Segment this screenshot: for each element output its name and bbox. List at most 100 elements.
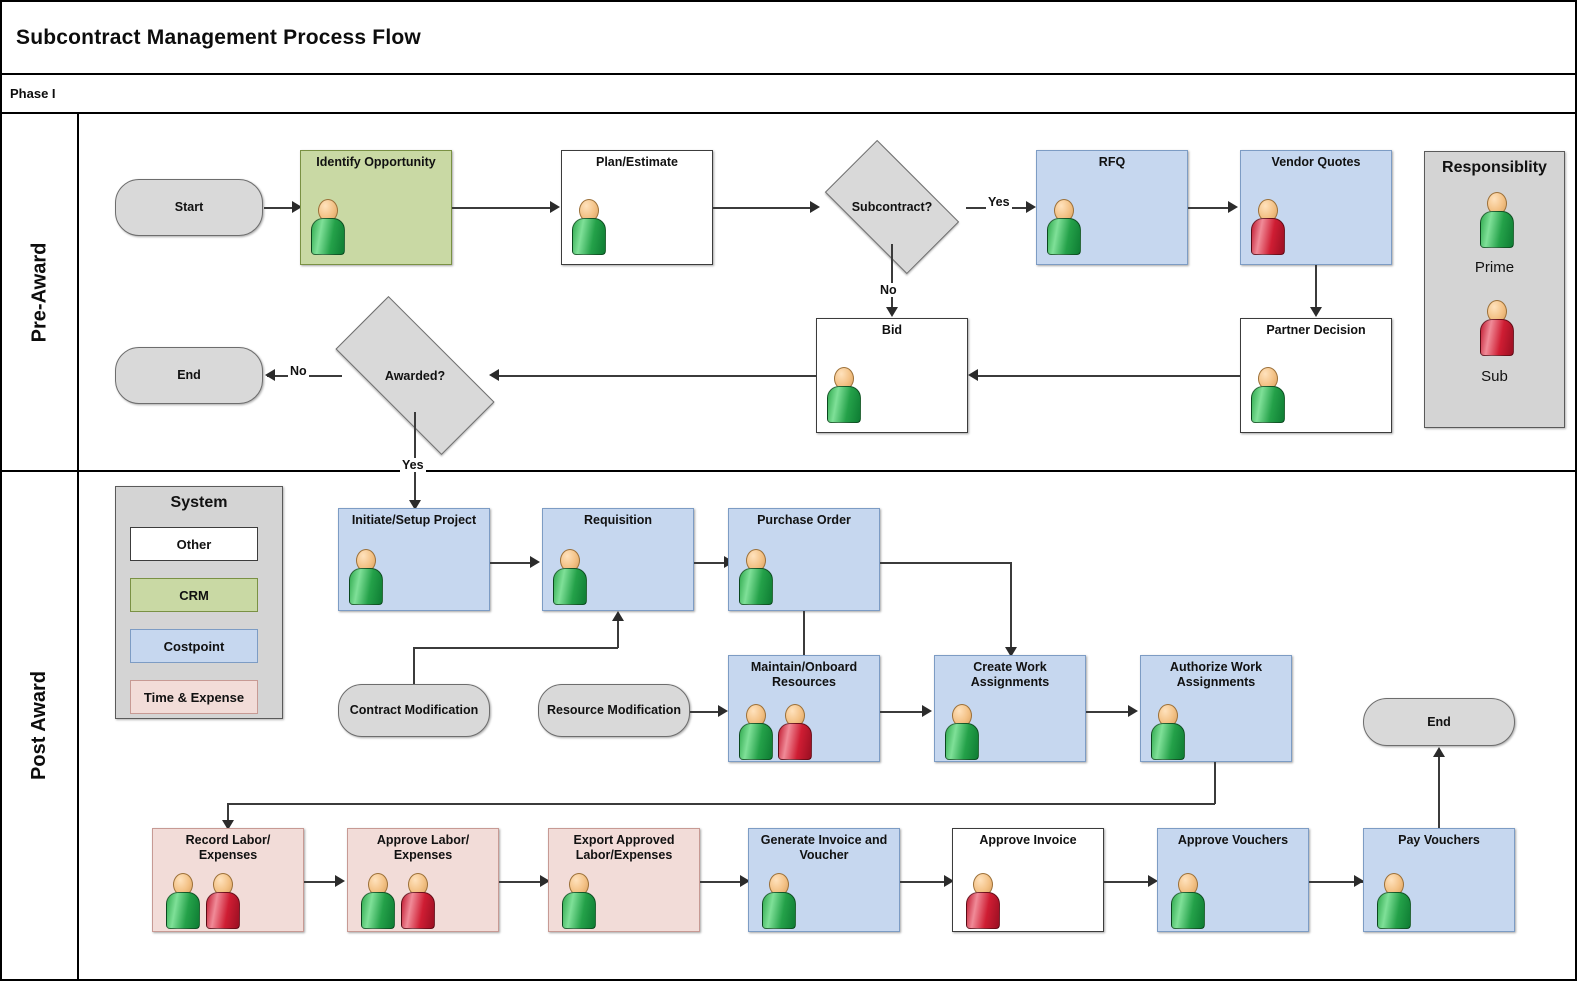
- node-approve-labor-expenses[interactable]: Approve Labor/ Expenses: [347, 828, 499, 932]
- node-maintain-onboard-resources[interactable]: Maintain/Onboard Resources: [728, 655, 880, 762]
- actor-sub-icon: [400, 873, 435, 929]
- edge-contractmod-v2: [617, 620, 619, 648]
- node-authorize-work-assignments[interactable]: Authorize Work Assignments: [1140, 655, 1292, 762]
- node-initiate-setup-project[interactable]: Initiate/Setup Project: [338, 508, 490, 611]
- node-partner-decision[interactable]: Partner Decision: [1240, 318, 1392, 433]
- edge-exportlabor-generateinvoice: [700, 881, 744, 883]
- lane-pre-award: Pre-Award: [2, 114, 1575, 472]
- node-resource-modification[interactable]: Resource Modification: [538, 684, 690, 737]
- node-start[interactable]: Start: [115, 179, 263, 236]
- node-purchase-order[interactable]: Purchase Order: [728, 508, 880, 611]
- node-rfq[interactable]: RFQ: [1036, 150, 1188, 265]
- node-create-work-assignments[interactable]: Create Work Assignments: [934, 655, 1086, 762]
- edge-plan-subcontract: [713, 207, 813, 209]
- arrowhead: [1148, 875, 1158, 887]
- edge-authorizework-v2: [227, 803, 229, 823]
- actor-prime-icon: [738, 704, 773, 760]
- edge-contractmod-h: [413, 647, 618, 649]
- node-record-labor-expenses[interactable]: Record Labor/ Expenses: [152, 828, 304, 932]
- actor-prime-icon: [761, 873, 796, 929]
- edge-initiate-requisition: [490, 562, 532, 564]
- node-plan-estimate[interactable]: Plan/Estimate: [561, 150, 713, 265]
- edge-partnerdecision-bid: [978, 375, 1240, 377]
- node-vendor-quotes-label: Vendor Quotes: [1271, 155, 1361, 169]
- node-requisition-label: Requisition: [583, 513, 653, 527]
- actor-prime-icon: [1376, 873, 1411, 929]
- responsibility-legend: Responsiblity Prime Sub: [1424, 151, 1565, 428]
- arrowhead: [1005, 647, 1017, 657]
- edge-recordlabor-approvelabor: [304, 881, 338, 883]
- edge-approveinvoice-approvevouchers: [1104, 881, 1154, 883]
- node-pay-vouchers-label: Pay Vouchers: [1398, 833, 1480, 847]
- node-create-work-assignments-label: Create Work Assignments: [970, 660, 1050, 689]
- edge-purchaseorder-maintain: [803, 611, 805, 655]
- node-contract-modification-label: Contract Modification: [349, 703, 479, 718]
- actor-sub-icon: [777, 704, 812, 760]
- lane-label-post-award: Post Award: [28, 671, 51, 780]
- edge-label-awarded-no: No: [288, 364, 309, 378]
- actor-prime-icon: [944, 704, 979, 760]
- node-approve-vouchers-label: Approve Vouchers: [1177, 833, 1289, 847]
- arrowhead: [409, 500, 421, 510]
- edge-bid-awarded: [499, 375, 816, 377]
- node-pay-vouchers[interactable]: Pay Vouchers: [1363, 828, 1515, 932]
- phase-label: Phase I: [10, 86, 56, 101]
- system-legend-item-other: Other: [130, 527, 258, 561]
- node-awarded-decision[interactable]: Awarded?: [335, 295, 495, 456]
- node-generate-invoice-and-voucher-label: Generate Invoice and Voucher: [760, 833, 888, 862]
- actor-prime-icon: [826, 367, 861, 423]
- arrowhead: [530, 556, 540, 568]
- node-end-pre-award-label: End: [177, 368, 201, 383]
- edge-resourcemod-maintain: [690, 711, 722, 713]
- edge-approvelabor-exportlabor: [499, 881, 543, 883]
- node-partner-decision-label: Partner Decision: [1266, 323, 1366, 337]
- edge-payvouchers-end: [1438, 757, 1440, 828]
- node-end-pre-award[interactable]: End: [115, 347, 263, 404]
- arrowhead: [740, 875, 750, 887]
- system-legend: System Other CRM Costpoint Time & Expens…: [115, 486, 283, 719]
- phase-bar: Phase I: [2, 75, 1575, 114]
- edge-contractmod-v1: [413, 647, 415, 711]
- arrowhead: [1026, 201, 1036, 213]
- actor-prime-icon: [310, 199, 345, 255]
- node-export-approved-labor-expenses-label: Export Approved Labor/Expenses: [573, 833, 675, 862]
- node-contract-modification[interactable]: Contract Modification: [338, 684, 490, 737]
- arrowhead: [612, 611, 624, 621]
- arrowhead: [292, 201, 302, 213]
- node-subcontract-decision[interactable]: Subcontract?: [824, 139, 960, 275]
- responsibility-legend-title: Responsiblity: [1442, 159, 1547, 176]
- node-export-approved-labor-expenses[interactable]: Export Approved Labor/Expenses: [548, 828, 700, 932]
- actor-sub-icon: [965, 873, 1000, 929]
- edge-vendorquotes-partnerdecision: [1315, 265, 1317, 310]
- edge-authorizework-h: [227, 803, 1215, 805]
- arrowhead: [1228, 201, 1238, 213]
- system-legend-title: System: [170, 494, 228, 511]
- node-vendor-quotes[interactable]: Vendor Quotes: [1240, 150, 1392, 265]
- actor-prime-icon: [552, 549, 587, 605]
- lane-header-post-award: Post Award: [2, 472, 79, 979]
- system-legend-item-crm: CRM: [130, 578, 258, 612]
- arrowhead: [1128, 705, 1138, 717]
- actor-prime-icon: [1170, 873, 1205, 929]
- node-authorize-work-assignments-label: Authorize Work Assignments: [1169, 660, 1263, 689]
- node-approve-vouchers[interactable]: Approve Vouchers: [1157, 828, 1309, 932]
- edge-approvevouchers-payvouchers: [1309, 881, 1363, 883]
- node-record-labor-expenses-label: Record Labor/ Expenses: [185, 833, 271, 862]
- node-requisition[interactable]: Requisition: [542, 508, 694, 611]
- node-approve-invoice[interactable]: Approve Invoice: [952, 828, 1104, 932]
- actor-prime-icon: [165, 873, 200, 929]
- responsibility-item-sub: Sub: [1481, 368, 1508, 385]
- node-initiate-setup-project-label: Initiate/Setup Project: [351, 513, 477, 527]
- actor-prime-icon: [1046, 199, 1081, 255]
- edge-purchaseorder-creatework-v: [1010, 562, 1012, 650]
- arrowhead: [1433, 747, 1445, 757]
- responsibility-item-prime: Prime: [1474, 259, 1515, 276]
- node-bid[interactable]: Bid: [816, 318, 968, 433]
- node-identify-opportunity[interactable]: Identify Opportunity: [300, 150, 452, 265]
- title-bar: Subcontract Management Process Flow: [2, 2, 1575, 75]
- node-end-post-award[interactable]: End: [1363, 698, 1515, 746]
- node-resource-modification-label: Resource Modification: [546, 703, 682, 718]
- actor-prime-icon: [360, 873, 395, 929]
- arrowhead: [489, 369, 499, 381]
- node-generate-invoice-and-voucher[interactable]: Generate Invoice and Voucher: [748, 828, 900, 932]
